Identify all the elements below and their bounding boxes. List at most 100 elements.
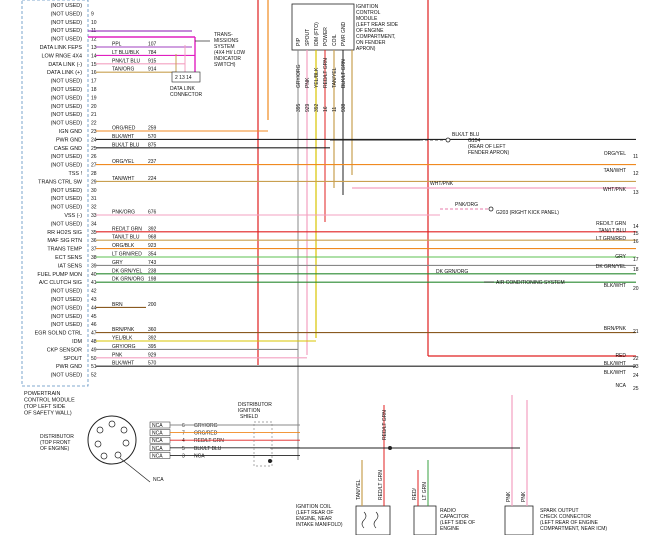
splice-lower-2 bbox=[268, 459, 272, 463]
pcm-pin-label: IGN GND bbox=[59, 129, 82, 135]
pcm-pin-label: IAT SENS bbox=[58, 263, 82, 269]
pcm-pin-label: (NOT USED) bbox=[51, 221, 83, 227]
wire-color-label: ORG/YEL bbox=[112, 159, 134, 165]
distributor-pin-color: RED/LT GRN bbox=[194, 438, 224, 444]
right-edge-color: TAN/WHT bbox=[604, 168, 626, 174]
spark-wire-label-2: PNK bbox=[521, 491, 527, 502]
pcm-pin-number: 36 bbox=[91, 238, 97, 244]
wire-color-label: PPL bbox=[112, 42, 122, 48]
shield-box bbox=[253, 421, 273, 467]
pcm-pin-number: 12 bbox=[91, 37, 97, 43]
pcm-pin-number: 22 bbox=[91, 121, 97, 127]
icm-wire-color: PNK bbox=[305, 77, 311, 88]
radio-cap-box bbox=[413, 505, 437, 535]
pcm-pin-label: IDM bbox=[72, 339, 82, 345]
right-edge-number: 21 bbox=[633, 329, 639, 335]
pnk-org-label: PNK/ORG bbox=[455, 202, 478, 208]
wire-color-label: RED/LT GRN bbox=[112, 226, 142, 232]
distributor-pin-color: NCA bbox=[194, 453, 205, 459]
right-edge-number: 24 bbox=[633, 373, 639, 379]
g104-wire-label: BLK/LT BLU bbox=[452, 132, 480, 138]
distributor-terminals bbox=[94, 420, 130, 460]
ac-label: AIR CONDITIONING SYSTEM bbox=[496, 280, 565, 286]
pcm-pin-number: 35 bbox=[91, 230, 97, 236]
coil-symbol-2 bbox=[373, 511, 379, 529]
coil-wire-label-2: RED/LT GRN bbox=[378, 470, 384, 500]
wire-color-label: DK GRN/ORG bbox=[112, 277, 144, 283]
dk-grn-org-label: DK GRN/ORG bbox=[436, 269, 468, 275]
pcm-pin-label: EGR SOLND CTRL bbox=[35, 331, 82, 337]
wht-pnk-label: WHT/PNK bbox=[430, 181, 454, 187]
wire-circuit-label: 875 bbox=[148, 142, 157, 148]
wire-circuit-label: 743 bbox=[148, 260, 157, 266]
pcm-pin-number: 10 bbox=[91, 20, 97, 26]
pcm-pin-label: (NOT USED) bbox=[51, 20, 83, 26]
pcm-pin-number: 49 bbox=[91, 347, 97, 353]
pcm-pin-number: 33 bbox=[91, 213, 97, 219]
wire-circuit-label: 915 bbox=[148, 58, 157, 64]
wire-color-label: BLK/LT BLU bbox=[112, 142, 140, 148]
pcm-pin-number: 47 bbox=[91, 331, 97, 337]
wire-circuit-label: 237 bbox=[148, 159, 157, 165]
right-edge-color: LT GRN/RED bbox=[596, 236, 626, 242]
wire-circuit-label: 259 bbox=[148, 126, 157, 132]
wire-circuit-label: 238 bbox=[148, 268, 157, 274]
pcm-pin-number: 17 bbox=[91, 79, 97, 85]
pcm-pin-label: VSS (-) bbox=[64, 213, 82, 219]
pcm-pin-label: (NOT USED) bbox=[51, 154, 83, 160]
wire-color-label: BRN/PNK bbox=[112, 327, 135, 333]
pcm-pin-label: (NOT USED) bbox=[51, 188, 83, 194]
right-edge-color: GRY bbox=[615, 254, 626, 260]
distributor-pin-number: 6 bbox=[182, 423, 185, 429]
wire-color-label: PNK/LT BLU bbox=[112, 58, 141, 64]
pcm-pin-number: 44 bbox=[91, 305, 97, 311]
icm-wire-color: GRY/ORG bbox=[296, 64, 302, 88]
icm-pin-label: SPOUT bbox=[305, 29, 311, 46]
wire-circuit-label: 570 bbox=[148, 134, 157, 140]
right-edge-number: 18 bbox=[633, 267, 639, 273]
pcm-pin-number: 16 bbox=[91, 70, 97, 76]
right-edge-color: BLK/WHT bbox=[604, 283, 626, 289]
pcm-pin-number: 38 bbox=[91, 255, 97, 261]
wire-color-label: YEL/BLK bbox=[112, 336, 133, 342]
pcm-pin-number: 29 bbox=[91, 179, 97, 185]
distributor-pin-color: GRY/ORG bbox=[194, 423, 218, 429]
pcm-pin-number: 46 bbox=[91, 322, 97, 328]
pcm-pin-number: 43 bbox=[91, 297, 97, 303]
pcm-pin-number: 45 bbox=[91, 314, 97, 320]
wire-color-label: TAN/WHT bbox=[112, 176, 134, 182]
right-edge-color: TAN/LT BLU bbox=[598, 228, 626, 234]
distributor-pin-color: BLK/LT BLU bbox=[194, 446, 222, 452]
pcm-pin-number: 34 bbox=[91, 221, 97, 227]
wire-circuit-label: 570 bbox=[148, 361, 157, 367]
right-edge-color: BLK/WHT bbox=[604, 361, 626, 367]
distributor-nca: NCA bbox=[153, 477, 164, 483]
dlc-pins: 2 13 14 bbox=[175, 75, 192, 81]
g203-label: G203 (RIGHT KICK PANEL) bbox=[496, 210, 559, 216]
wire-color-label: LT BLU/BLK bbox=[112, 50, 140, 56]
right-edge-number: 13 bbox=[633, 190, 639, 196]
right-edge-color: ORG/YEL bbox=[604, 151, 626, 157]
coil-wire-label-1: TAN/YEL bbox=[356, 479, 362, 500]
pcm-pin-label: A/C CLUTCH SIG bbox=[39, 280, 82, 286]
pcm-pin-number: 39 bbox=[91, 263, 97, 269]
pcm-pin-number: 23 bbox=[91, 129, 97, 135]
icm-wire-circuit: 11 bbox=[332, 107, 338, 112]
ign-coil-box bbox=[355, 505, 391, 535]
pcm-pin-number: 28 bbox=[91, 171, 97, 177]
pcm-pin-number: 50 bbox=[91, 356, 97, 362]
right-edge-color: NCA bbox=[615, 383, 626, 389]
right-edge-number: 20 bbox=[633, 286, 639, 292]
pcm-pin-label: MAF SIG RTN bbox=[47, 238, 82, 244]
pcm-pin-label: (NOT USED) bbox=[51, 11, 83, 17]
pcm-pin-label: (NOT USED) bbox=[51, 196, 83, 202]
